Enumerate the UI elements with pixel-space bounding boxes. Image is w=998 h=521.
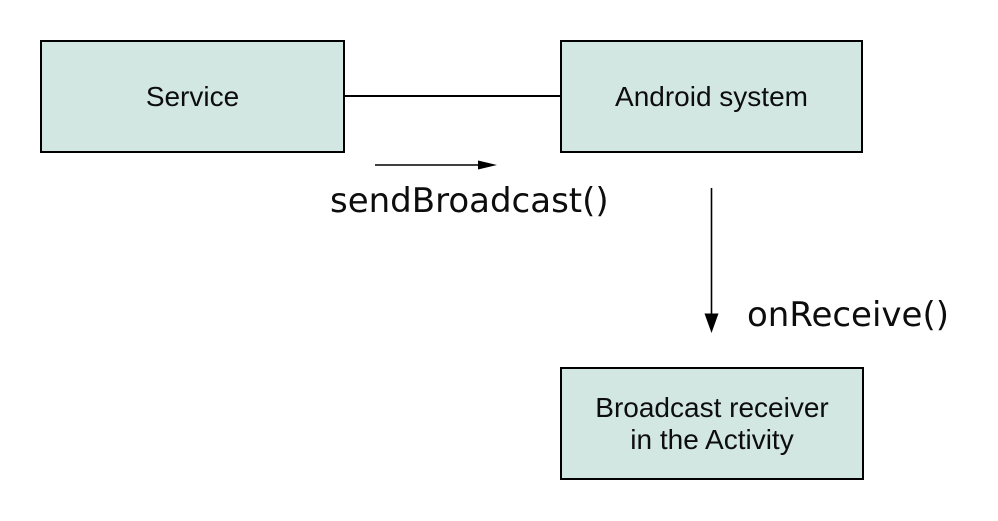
service-node: Service <box>40 40 345 153</box>
service-node-label: Service <box>145 80 240 112</box>
send-broadcast-arrow <box>375 160 497 170</box>
broadcast-receiver-node: Broadcast receiver in the Activity <box>560 367 864 480</box>
android-system-node: Android system <box>560 40 863 153</box>
arrow-right-head-icon <box>478 160 497 170</box>
on-receive-label: onReceive() <box>747 295 949 335</box>
broadcast-receiver-node-label: Broadcast receiver in the Activity <box>595 391 829 455</box>
on-receive-arrow <box>704 188 719 333</box>
android-system-node-label: Android system <box>615 80 808 112</box>
send-broadcast-label: sendBroadcast() <box>330 181 609 221</box>
arrow-down-head-icon <box>704 313 719 333</box>
